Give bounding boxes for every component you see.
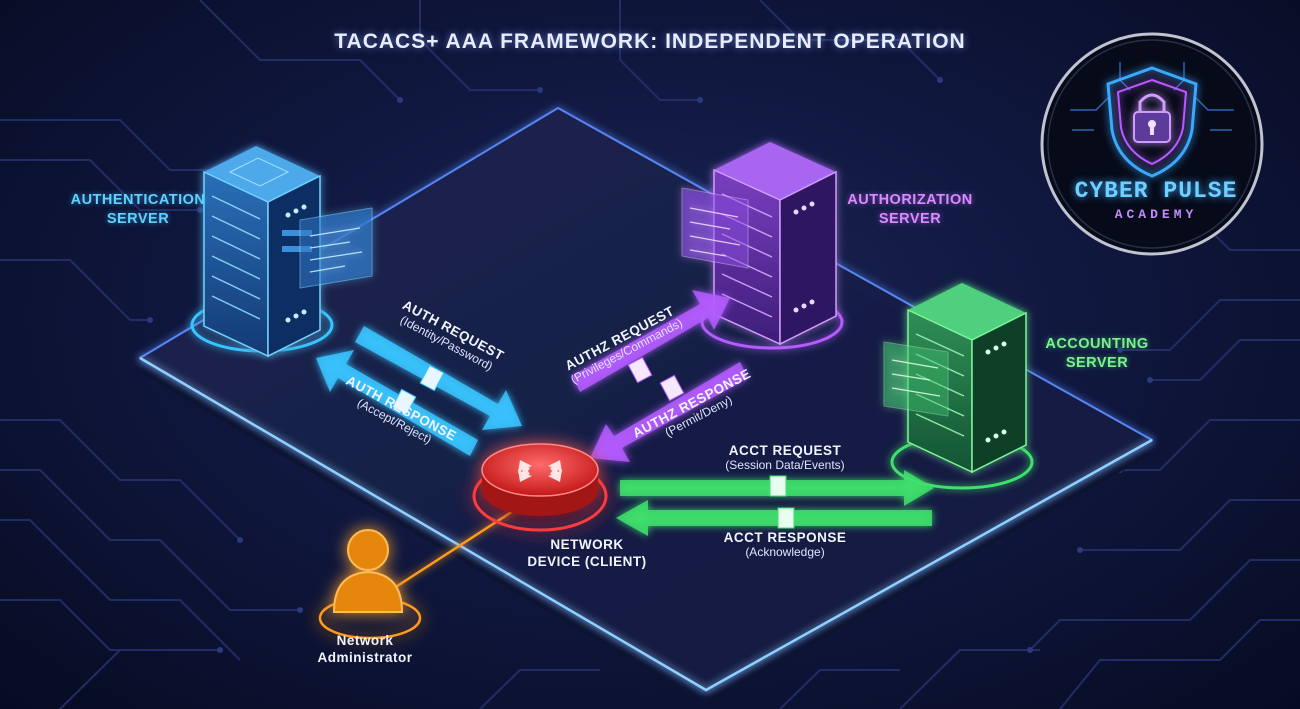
acct-server-label: ACCOUNTING SERVER	[1022, 335, 1172, 373]
authz-server	[681, 142, 837, 346]
acct-request-label: ACCT REQUEST (Session Data/Events)	[700, 443, 870, 472]
auth-server-label: AUTHENTICATION SERVER	[48, 191, 228, 229]
acct-request-title: ACCT REQUEST	[728, 443, 842, 458]
router-icon	[472, 443, 608, 532]
acct-response-title: ACCT RESPONSE	[723, 530, 847, 545]
admin-label: Network Administrator	[290, 632, 440, 666]
acct-server	[883, 283, 1027, 474]
admin-label-line1: Network	[336, 633, 394, 648]
authz-server-label: AUTHORIZATION SERVER	[820, 191, 1000, 229]
shield-lock-icon	[1106, 66, 1198, 178]
auth-doc-icon	[391, 364, 445, 416]
authz-request-arrow	[572, 290, 730, 392]
acct-response-arrow	[616, 500, 932, 536]
auth-server-label-line2: SERVER	[106, 211, 170, 227]
network-device-label: NETWORK DEVICE (CLIENT)	[512, 536, 662, 570]
page-title: TACACS+ AAA FRAMEWORK: INDEPENDENT OPERA…	[334, 30, 966, 53]
brand-logo	[1040, 32, 1264, 256]
acct-server-label-line2: SERVER	[1065, 355, 1129, 371]
acct-response-detail: (Acknowledge)	[745, 545, 825, 559]
authz-server-label-line1: AUTHORIZATION	[847, 192, 973, 208]
admin-label-line2: Administrator	[317, 650, 413, 665]
network-device-label-line1: NETWORK	[550, 537, 624, 552]
user-icon	[318, 529, 422, 640]
acct-doc-icon	[769, 475, 795, 529]
acct-response-label: ACCT RESPONSE (Acknowledge)	[700, 530, 870, 559]
network-device-label-line2: DEVICE (CLIENT)	[527, 554, 647, 569]
authz-response-arrow	[590, 362, 748, 462]
auth-server	[203, 146, 373, 358]
authz-doc-icon	[627, 356, 685, 402]
brand-name: CYBER PULSE	[1074, 178, 1238, 204]
authz-server-label-line2: SERVER	[878, 211, 942, 227]
brand-subtitle: ACADEMY	[1114, 207, 1198, 222]
acct-request-detail: (Session Data/Events)	[725, 458, 845, 472]
auth-server-label-line1: AUTHENTICATION	[70, 192, 206, 208]
platform	[139, 107, 1153, 704]
acct-server-label-line1: ACCOUNTING	[1045, 336, 1149, 352]
